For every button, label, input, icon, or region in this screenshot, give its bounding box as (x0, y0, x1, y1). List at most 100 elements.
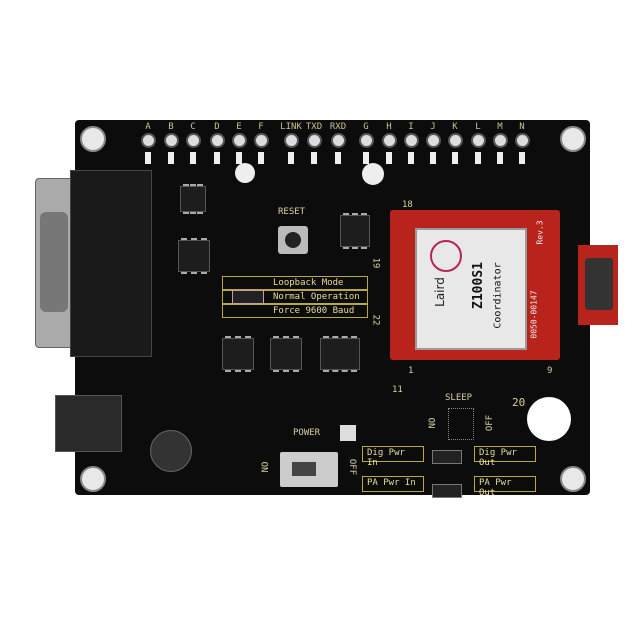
header-pin[interactable] (186, 133, 201, 148)
module-role: Coordinator (492, 262, 504, 329)
mounting-hole (80, 126, 106, 152)
header-pin-label: A (145, 122, 151, 132)
header-pin[interactable] (307, 133, 322, 148)
board-hole (362, 163, 384, 185)
mode-force-9600: Force 9600 Baud (222, 304, 368, 318)
pa-pwr-in-label: PA Pwr In (362, 476, 424, 492)
header-pin[interactable] (359, 133, 374, 148)
mode-loopback: Loopback Mode (222, 276, 368, 290)
mounting-hole (560, 126, 586, 152)
header-led (363, 152, 369, 164)
ic-chip (180, 184, 206, 214)
header-led (430, 152, 436, 164)
header-pin-label: TXD (305, 122, 323, 132)
header-pin-label: B (168, 122, 174, 132)
ic-chip (222, 336, 254, 372)
pin-number-9: 9 (547, 366, 553, 376)
header-led (168, 152, 174, 164)
reset-button[interactable] (278, 226, 308, 254)
header-pin-label: E (236, 122, 242, 132)
pa-pwr-jumper[interactable] (432, 484, 462, 498)
antenna-connector[interactable] (585, 258, 613, 310)
header-led (408, 152, 414, 164)
pin-number-20: 20 (512, 396, 526, 409)
header-pin[interactable] (284, 133, 299, 148)
header-pin-label: I (408, 122, 414, 132)
header-pin-label: M (497, 122, 503, 132)
ic-chip (270, 336, 302, 372)
header-pin[interactable] (448, 133, 463, 148)
header-pin-label: LINK (280, 122, 302, 132)
power-jack[interactable] (55, 395, 122, 452)
mode-normal: Normal Operation (222, 290, 368, 304)
header-pin[interactable] (254, 133, 269, 148)
header-pin-label: C (190, 122, 196, 132)
header-pin[interactable] (404, 133, 419, 148)
dig-pwr-in-label: Dig Pwr In (362, 446, 424, 468)
dig-pwr-out-label: Dig Pwr Out (474, 446, 536, 468)
header-led (145, 152, 151, 164)
header-led (519, 152, 525, 164)
mode-jumper-table: Loopback Mode Normal Operation Force 960… (222, 276, 368, 318)
header-led (386, 152, 392, 164)
module-model: Z100S1 (470, 262, 486, 309)
pa-pwr-out-label: PA Pwr Out (474, 476, 536, 498)
header-led (236, 152, 242, 164)
mode-jumper[interactable] (232, 290, 264, 304)
header-pin-label: H (386, 122, 392, 132)
db9-housing (70, 170, 152, 357)
header-pin-label: K (452, 122, 458, 132)
sleep-off-label: OFF (485, 414, 496, 432)
header-pin[interactable] (515, 133, 530, 148)
header-led (335, 152, 341, 164)
dig-pwr-jumper[interactable] (432, 450, 462, 464)
pin-number-22: 22 (370, 314, 381, 326)
board-hole (235, 163, 255, 183)
header-pin[interactable] (164, 133, 179, 148)
ic-chip (178, 238, 210, 274)
power-label: POWER (293, 428, 321, 438)
header-led (311, 152, 317, 164)
pin-number-1: 1 (408, 366, 414, 376)
header-pin[interactable] (382, 133, 397, 148)
header-pin-label: F (258, 122, 264, 132)
pin-number-11: 11 (392, 385, 403, 395)
mounting-hole (560, 466, 586, 492)
board-cutout-hole (527, 397, 571, 441)
module-part-number: 0050-00147 (529, 290, 539, 339)
mounting-hole (80, 466, 106, 492)
module-rev: Rev.3 (535, 220, 545, 245)
header-pin-label: N (519, 122, 525, 132)
header-led (258, 152, 264, 164)
header-pin[interactable] (426, 133, 441, 148)
header-pin[interactable] (210, 133, 225, 148)
header-pin-label: G (363, 122, 369, 132)
header-pin[interactable] (471, 133, 486, 148)
header-pin-label: D (214, 122, 220, 132)
inductor (150, 430, 192, 472)
header-pin[interactable] (493, 133, 508, 148)
pin-number-19: 19 (370, 257, 381, 269)
ic-chip (340, 213, 370, 249)
header-pin[interactable] (232, 133, 247, 148)
sleep-on-label: ON (425, 417, 436, 429)
header-pin-label: L (475, 122, 481, 132)
sleep-jumper[interactable] (448, 408, 474, 440)
reset-label: RESET (278, 207, 306, 217)
header-led (190, 152, 196, 164)
header-led (452, 152, 458, 164)
zigbee-logo (430, 240, 462, 272)
ic-chip (320, 336, 360, 372)
power-switch[interactable] (280, 452, 338, 487)
pin-number-18: 18 (402, 200, 413, 210)
header-pin[interactable] (141, 133, 156, 148)
header-led (497, 152, 503, 164)
header-led (475, 152, 481, 164)
header-pin-label: J (430, 122, 436, 132)
header-led (288, 152, 294, 164)
module-brand: Laird (432, 277, 447, 307)
sleep-label: SLEEP (445, 393, 473, 403)
header-pin-label: RXD (329, 122, 347, 132)
header-pin[interactable] (331, 133, 346, 148)
switch-on-label: ON (258, 461, 269, 473)
